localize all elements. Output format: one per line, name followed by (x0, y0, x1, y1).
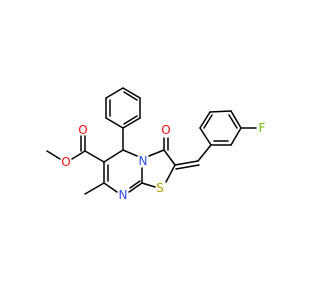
ester-ether-oxygen: O (61, 155, 70, 169)
fluorine-atom: F (259, 121, 266, 135)
bond (105, 117, 124, 129)
bond (103, 149, 124, 163)
molecule-structure: O O O N N S F (46, 87, 266, 202)
ester-carbonyl-oxygen: O (78, 123, 87, 137)
bond (230, 127, 242, 146)
bond (103, 182, 118, 193)
bond (105, 87, 124, 99)
bond (71, 150, 86, 160)
bond (230, 110, 242, 129)
bond (122, 149, 138, 157)
bond (123, 91, 138, 101)
bond (129, 180, 141, 189)
bond (199, 127, 212, 146)
bond (46, 150, 61, 160)
bond (122, 87, 141, 99)
bond (209, 110, 232, 113)
bond-lines (46, 87, 257, 195)
imine-nitrogen: N (119, 188, 128, 202)
sulfur-atom: S (156, 181, 164, 195)
bond (123, 115, 138, 125)
ketone-oxygen: O (161, 123, 170, 137)
bond (128, 182, 143, 193)
bond (163, 149, 176, 166)
bond (174, 160, 199, 166)
bond (203, 114, 213, 129)
bond (141, 182, 156, 188)
bond (122, 117, 141, 129)
bond (165, 164, 176, 183)
bond (84, 150, 105, 163)
bond (175, 164, 200, 170)
molecule-canvas: O O O N N S F (46, 87, 266, 202)
bond (148, 149, 165, 157)
atom-labels: O O O N N S F (61, 121, 265, 202)
bond (197, 144, 212, 162)
bond (228, 114, 238, 129)
ring-nitrogen: N (139, 154, 148, 168)
bond (199, 111, 211, 129)
bond (84, 182, 105, 195)
